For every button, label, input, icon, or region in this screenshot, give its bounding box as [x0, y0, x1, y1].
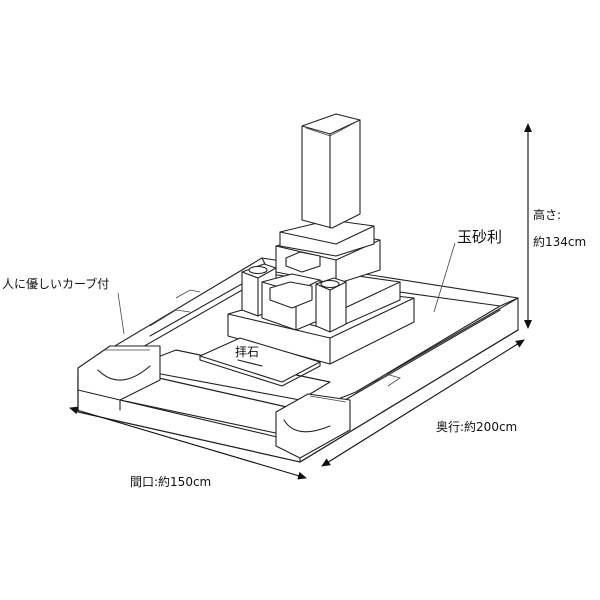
gravel-label: 玉砂利 [457, 228, 503, 246]
width-label: 間口:約150cm [130, 475, 212, 489]
curb-label: 人に優しいカーブ付 [2, 277, 110, 291]
tombstone [301, 113, 361, 229]
height-value-label: 約134cm [533, 235, 587, 249]
gravel-leader-line [433, 242, 456, 313]
depth-label: 奥行:約200cm [436, 420, 518, 434]
curb-leader-line [117, 292, 125, 335]
height-title-label: 高さ: [533, 208, 562, 222]
worship-stone [199, 337, 321, 387]
width-dimension-arrow [69, 406, 307, 480]
flower-vase-right [315, 277, 347, 333]
worship-stone-label: 拝石 [235, 345, 260, 359]
depth-dimension-arrow [321, 339, 525, 467]
curb-corner-left [77, 345, 161, 413]
incense-stand [261, 251, 321, 331]
